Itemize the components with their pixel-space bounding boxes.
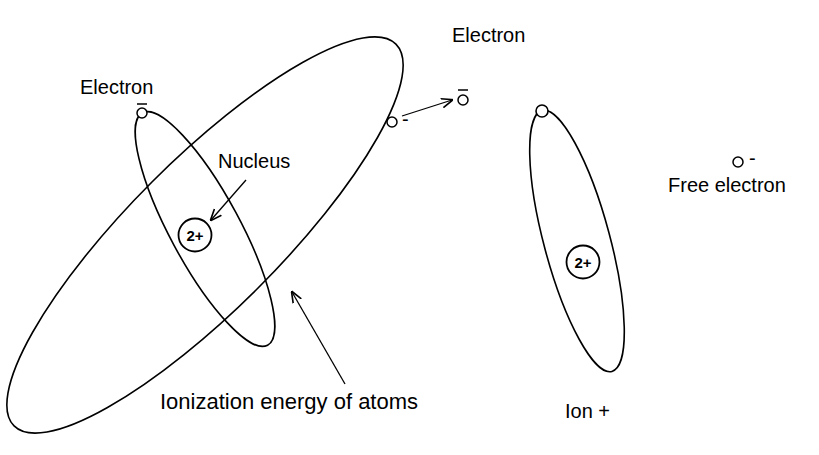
- electron-label: Electron: [452, 24, 525, 46]
- ion-orbit: [510, 102, 644, 380]
- electron-symbol: [458, 95, 468, 105]
- electron-symbol: [536, 105, 548, 117]
- nucleus-circle: 2+: [177, 217, 213, 253]
- free-electron-symbol: [733, 157, 743, 167]
- electron-label: Electron: [80, 76, 153, 98]
- charge-sign: -: [402, 108, 409, 130]
- electron-symbol: [137, 108, 147, 118]
- nucleus-charge: 2+: [574, 255, 591, 270]
- electron-bar: [137, 103, 147, 105]
- leader-arrow: [292, 292, 345, 384]
- free-electron-label: Free electron: [668, 174, 786, 196]
- nucleus-charge: 2+: [186, 228, 203, 243]
- outer-orbit: [0, 0, 449, 455]
- nucleus-ring: [179, 219, 212, 252]
- leader-arrow: [211, 180, 246, 220]
- electron-bar: [458, 89, 468, 91]
- inner-orbit: [112, 96, 299, 362]
- nucleus-ring: [567, 246, 600, 279]
- ion-label: Ion +: [565, 400, 610, 422]
- nucleus-circle: 2+: [565, 244, 601, 280]
- charge-sign: -: [749, 147, 756, 169]
- electron-symbol: [387, 117, 397, 127]
- nucleus-label: Nucleus: [218, 150, 290, 172]
- ejection-arrow: [402, 100, 452, 116]
- ionization-label: Ionization energy of atoms: [160, 390, 418, 414]
